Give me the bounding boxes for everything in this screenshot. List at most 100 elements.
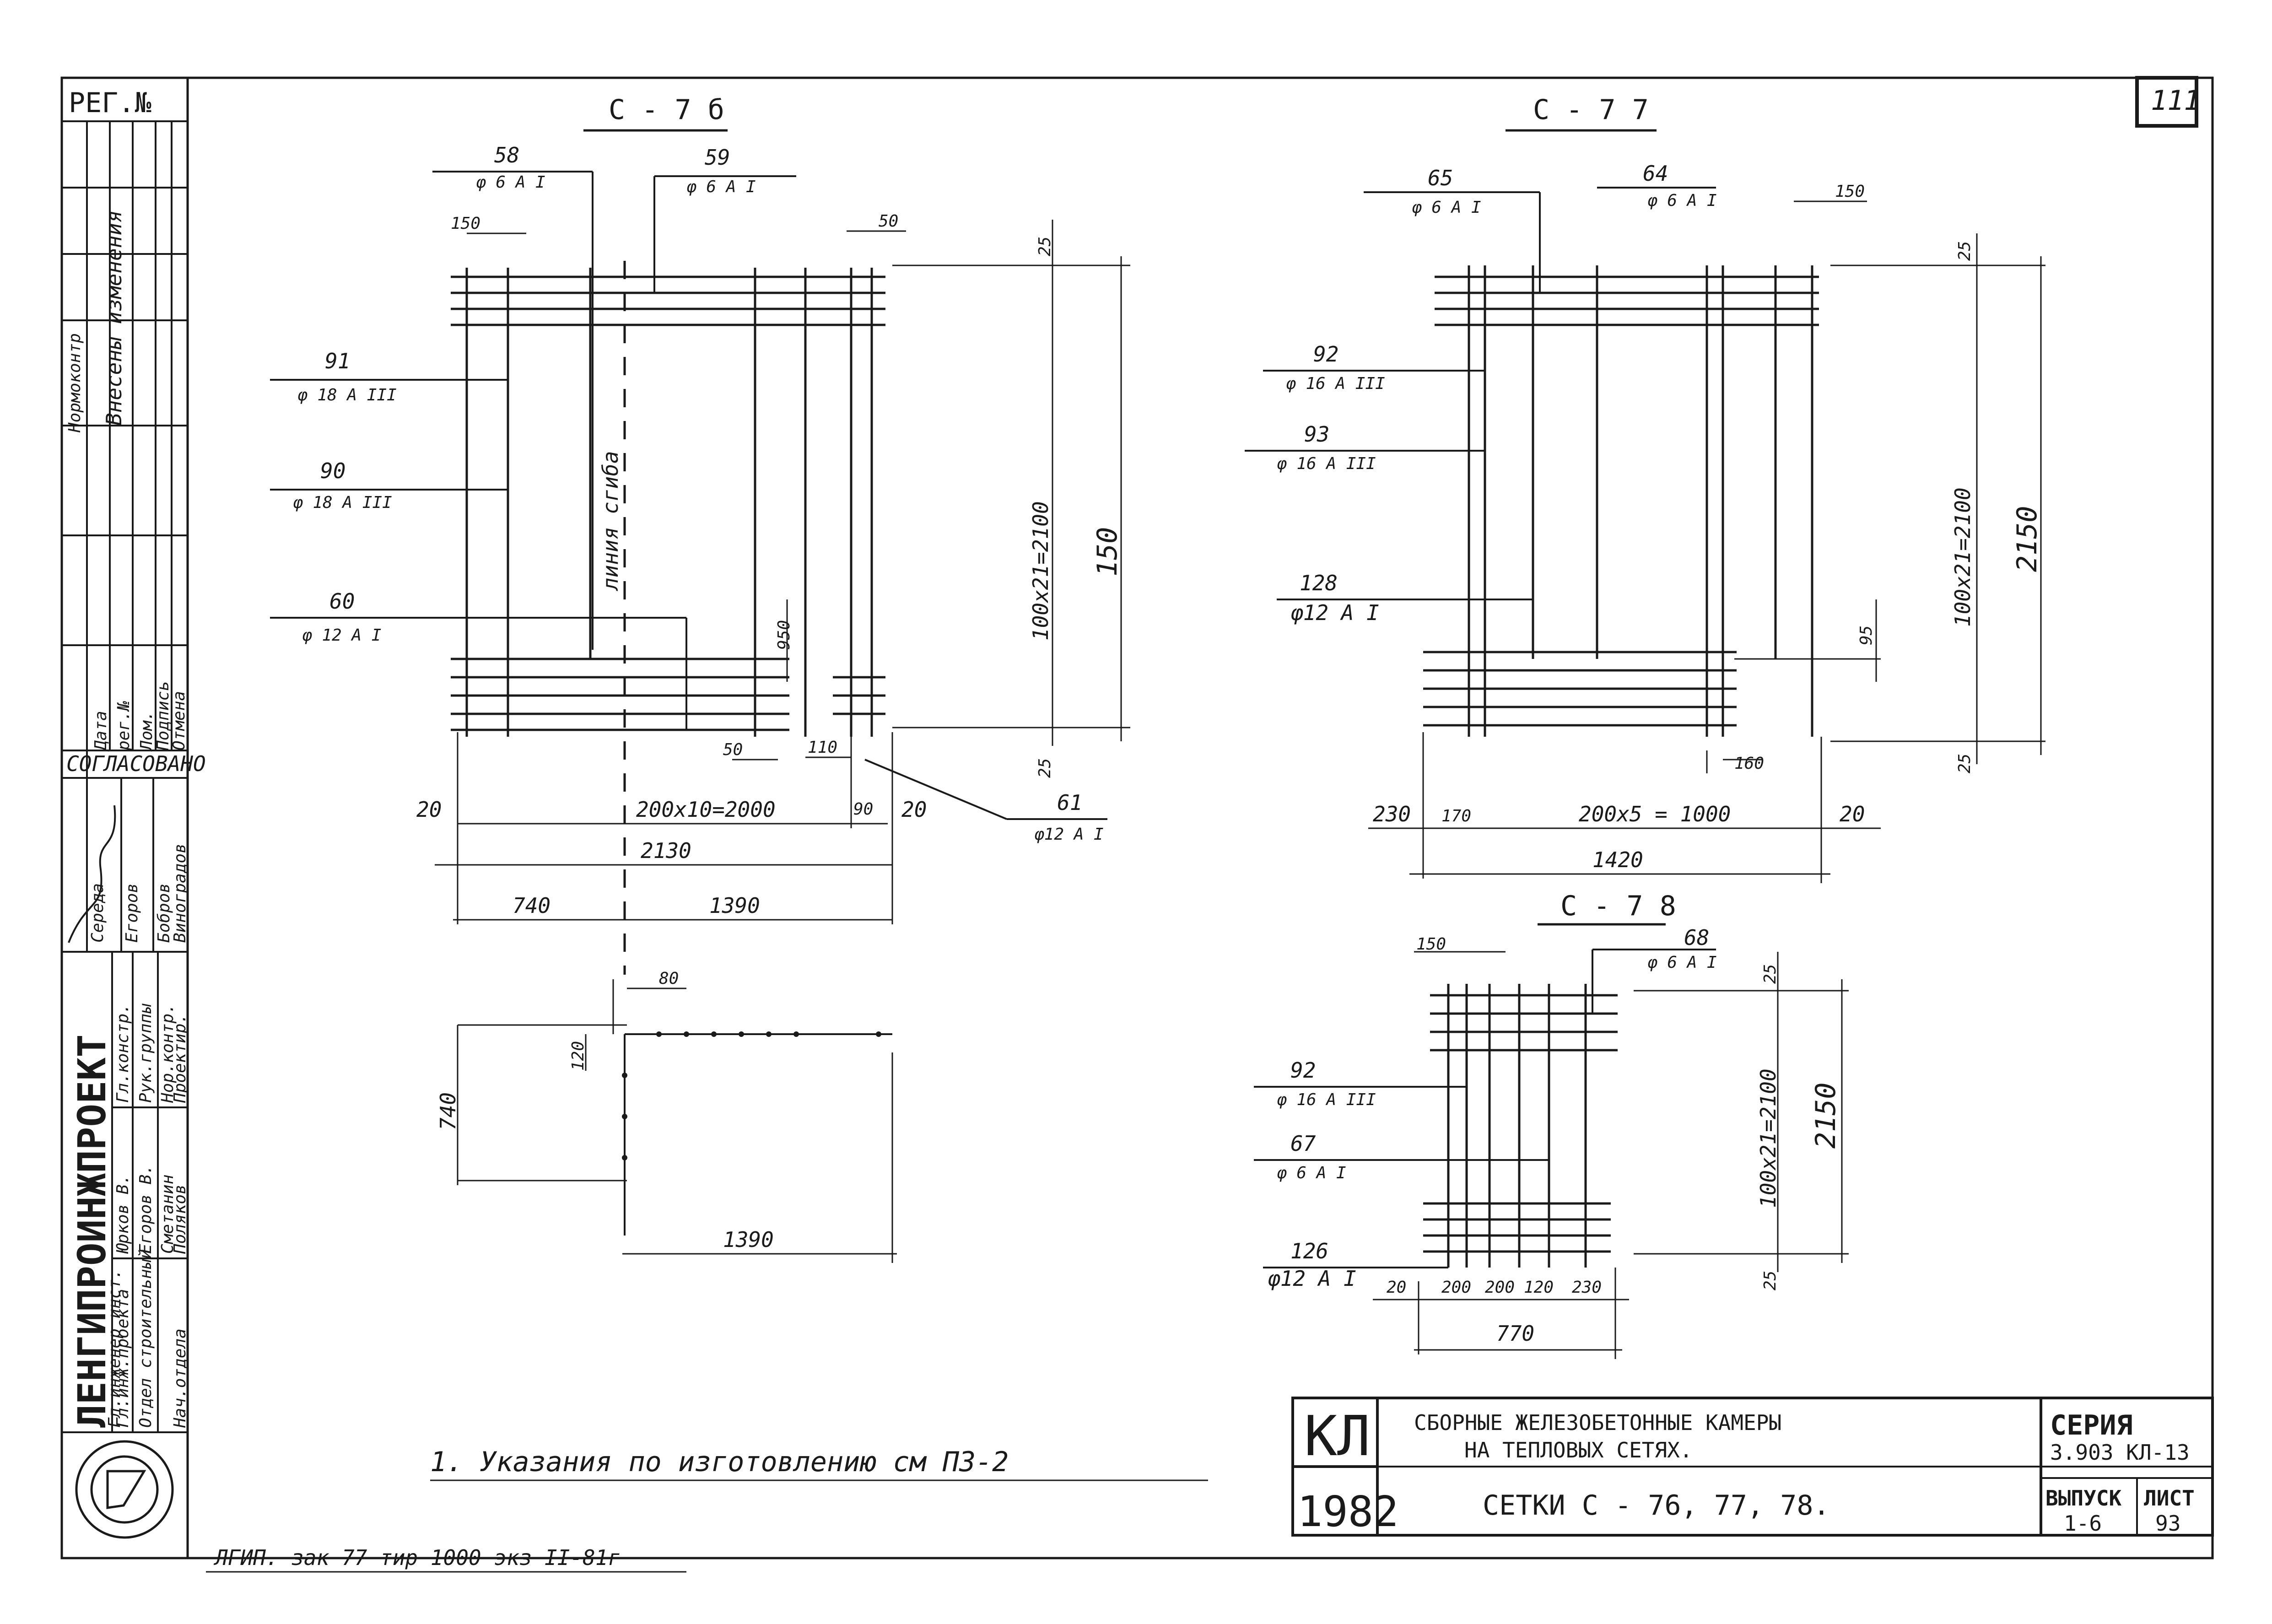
tb-name-line1: СБОРНЫЕ ЖЕЛЕЗОБЕТОННЫЕ КАМЕРЫ (1414, 1410, 1781, 1435)
c76-label-91-num: 91 (325, 349, 350, 373)
c76-label-61-num: 61 (1057, 790, 1082, 815)
c78-dim-bottom-120: 120 (1524, 1278, 1554, 1297)
agreed-name-1: Середа (88, 883, 107, 943)
c76-dim-25-bot: 25 (1036, 758, 1054, 778)
reg-number-label: РЕГ.№ (69, 87, 151, 119)
c78-label-68-spec: φ 6 А I (1647, 953, 1717, 972)
c77-dim-160: 160 (1734, 754, 1764, 773)
c77-dim-25-top: 25 (1955, 241, 1974, 261)
agreed-name-4: Виноградов (171, 843, 189, 943)
bent-dim-740: 740 (436, 1092, 460, 1130)
tb-issue-label: ВЫПУСК (2045, 1486, 2121, 1511)
c77-dim-170: 170 (1441, 807, 1471, 825)
tb-series-label: СЕРИЯ (2050, 1409, 2133, 1441)
name-1: Юрков В. (113, 1175, 132, 1254)
c76-bend-label: линия сгиба (598, 451, 623, 591)
c76-label-90-spec: φ 18 А III (293, 493, 392, 512)
c78-label-67-num: 67 (1290, 1131, 1316, 1156)
change-col-date: Дата (92, 711, 110, 752)
role-designer: Проектир. (171, 1014, 189, 1103)
tb-sheet-name: СЕТКИ С - 76, 77, 78. (1483, 1489, 1830, 1521)
c77-label-93-num: 93 (1304, 422, 1329, 447)
c78-dim-bottom-230: 230 (1572, 1278, 1602, 1297)
c76-dim-150: 150 (451, 214, 480, 233)
c77-label-128-spec: φ12 А I (1290, 600, 1379, 625)
c77-label-128-num: 128 (1300, 571, 1338, 595)
c78-label-92-num: 92 (1290, 1058, 1316, 1083)
c78-dim-bottom-200b: 200 (1485, 1278, 1515, 1297)
c77-dim-230: 230 (1373, 802, 1411, 826)
signature-scribble (68, 805, 116, 943)
c77-label-64-num: 64 (1643, 161, 1668, 186)
agreed-label: СОГЛАСОВАНО (66, 751, 206, 776)
mesh-c76: С - 7 б линия сгиба (270, 94, 1130, 975)
c78-dim-25-top: 25 (1761, 964, 1780, 984)
c76-label-59-num: 59 (705, 145, 730, 170)
role-chief-designer: Гл.констр. (113, 1004, 132, 1103)
tb-code: КЛ (1304, 1405, 1371, 1468)
c77-dim-20: 20 (1840, 802, 1865, 826)
bent-view: 80 120 740 1390 (436, 969, 897, 1263)
name-2: Егоров В. (136, 1165, 155, 1254)
chief-engineer-project: Гл.инж.проекта (113, 1289, 132, 1428)
tb-sheet-value: 93 (2155, 1511, 2180, 1536)
c77-label-64-spec: φ 6 А I (1647, 191, 1717, 210)
department-label: Отдел строительный (136, 1249, 155, 1428)
c76-title: С - 7 б (609, 94, 724, 126)
c76-label-59-spec: φ 6 А I (686, 178, 756, 196)
c78-dim-bottom-20: 20 (1387, 1278, 1406, 1297)
change-col-lom: Лом. (137, 711, 156, 752)
manufacturing-note: 1. Указания по изготовлению см ПЗ-2 (430, 1446, 1208, 1481)
c77-bars (1423, 265, 1819, 737)
tb-sheet-label: ЛИСТ (2144, 1486, 2195, 1511)
c77-label-92-num: 92 (1313, 342, 1338, 367)
c77-dim-h-pitch: 200x5 = 1000 (1579, 802, 1731, 826)
role-group-head: Рук.группы (136, 1004, 155, 1103)
tb-issue-value: 1-6 (2064, 1511, 2102, 1536)
change-col-cancel: Отмена (170, 691, 189, 750)
c77-dim-25-bot: 25 (1955, 754, 1974, 773)
c78-label-67-spec: φ 6 А I (1277, 1164, 1346, 1182)
c78-dim-150: 150 (1416, 935, 1446, 954)
c77-label-92-spec: φ 16 А III (1286, 374, 1385, 393)
c77-dim-150: 150 (1835, 182, 1865, 201)
c78-title: С - 7 8 (1560, 890, 1676, 922)
name-4: Поляков (171, 1184, 189, 1254)
change-col-sign: Подпись (154, 681, 173, 751)
c76-label-90-num: 90 (320, 459, 345, 483)
c76-dim-110: 110 (808, 738, 837, 757)
c78-dim-v-total: 2150 (1810, 1083, 1842, 1149)
c76-dim-90: 90 (853, 800, 873, 819)
tb-name-line2: НА ТЕПЛОВЫХ СЕТЯХ. (1464, 1438, 1693, 1462)
tb-year: 1982 (1297, 1487, 1399, 1536)
sheet-number: 111 (2151, 85, 2200, 117)
c76-label-91-spec: φ 18 А III (297, 386, 397, 405)
c77-dim-95: 95 (1857, 626, 1876, 645)
mesh-c77: С - 7 7 65 (1245, 94, 2045, 883)
c76-dim-1390: 1390 (709, 893, 760, 918)
c76-dim-950: 950 (775, 620, 793, 650)
c76-dim-740: 740 (513, 893, 550, 918)
change-col-reg: рег.№ (114, 701, 133, 751)
c77-dim-total: 1420 (1592, 847, 1643, 872)
c77-label-65-spec: φ 6 А I (1412, 198, 1481, 217)
c78-bars (1423, 984, 1618, 1268)
institute-name: ЛЕНГИПРОИНЖПРОЕКТ (70, 1034, 114, 1428)
c76-dim-total: 2130 (641, 838, 691, 863)
c76-label-61-spec: φ12 А I (1034, 825, 1104, 844)
c76-label-58-num: 58 (494, 143, 519, 167)
c76-label-60-num: 60 (329, 589, 355, 614)
c77-dim-v-pitch: 100x21=2100 (1950, 487, 1975, 627)
c76-dim-h-pitch: 200x10=2000 (636, 797, 776, 822)
chief-engineer-institute: Гл.инженер инст. (105, 1269, 124, 1428)
c76-label-60-spec: φ 12 А I (302, 626, 381, 645)
name-3: Сметанин (158, 1175, 177, 1254)
c78-label-68-num: 68 (1684, 925, 1709, 950)
normcontrol-label: Нормоконтр (65, 333, 84, 433)
title-block: КЛ 1982 СБОРНЫЕ ЖЕЛЕЗОБЕТОННЫЕ КАМЕРЫ НА… (1291, 1397, 2214, 1537)
c78-dim-bottom-200a: 200 (1441, 1278, 1471, 1297)
c78-dim-total: 770 (1496, 1321, 1534, 1346)
c78-dim-25-bot: 25 (1761, 1271, 1780, 1290)
agreed-name-2: Егоров (123, 883, 141, 943)
